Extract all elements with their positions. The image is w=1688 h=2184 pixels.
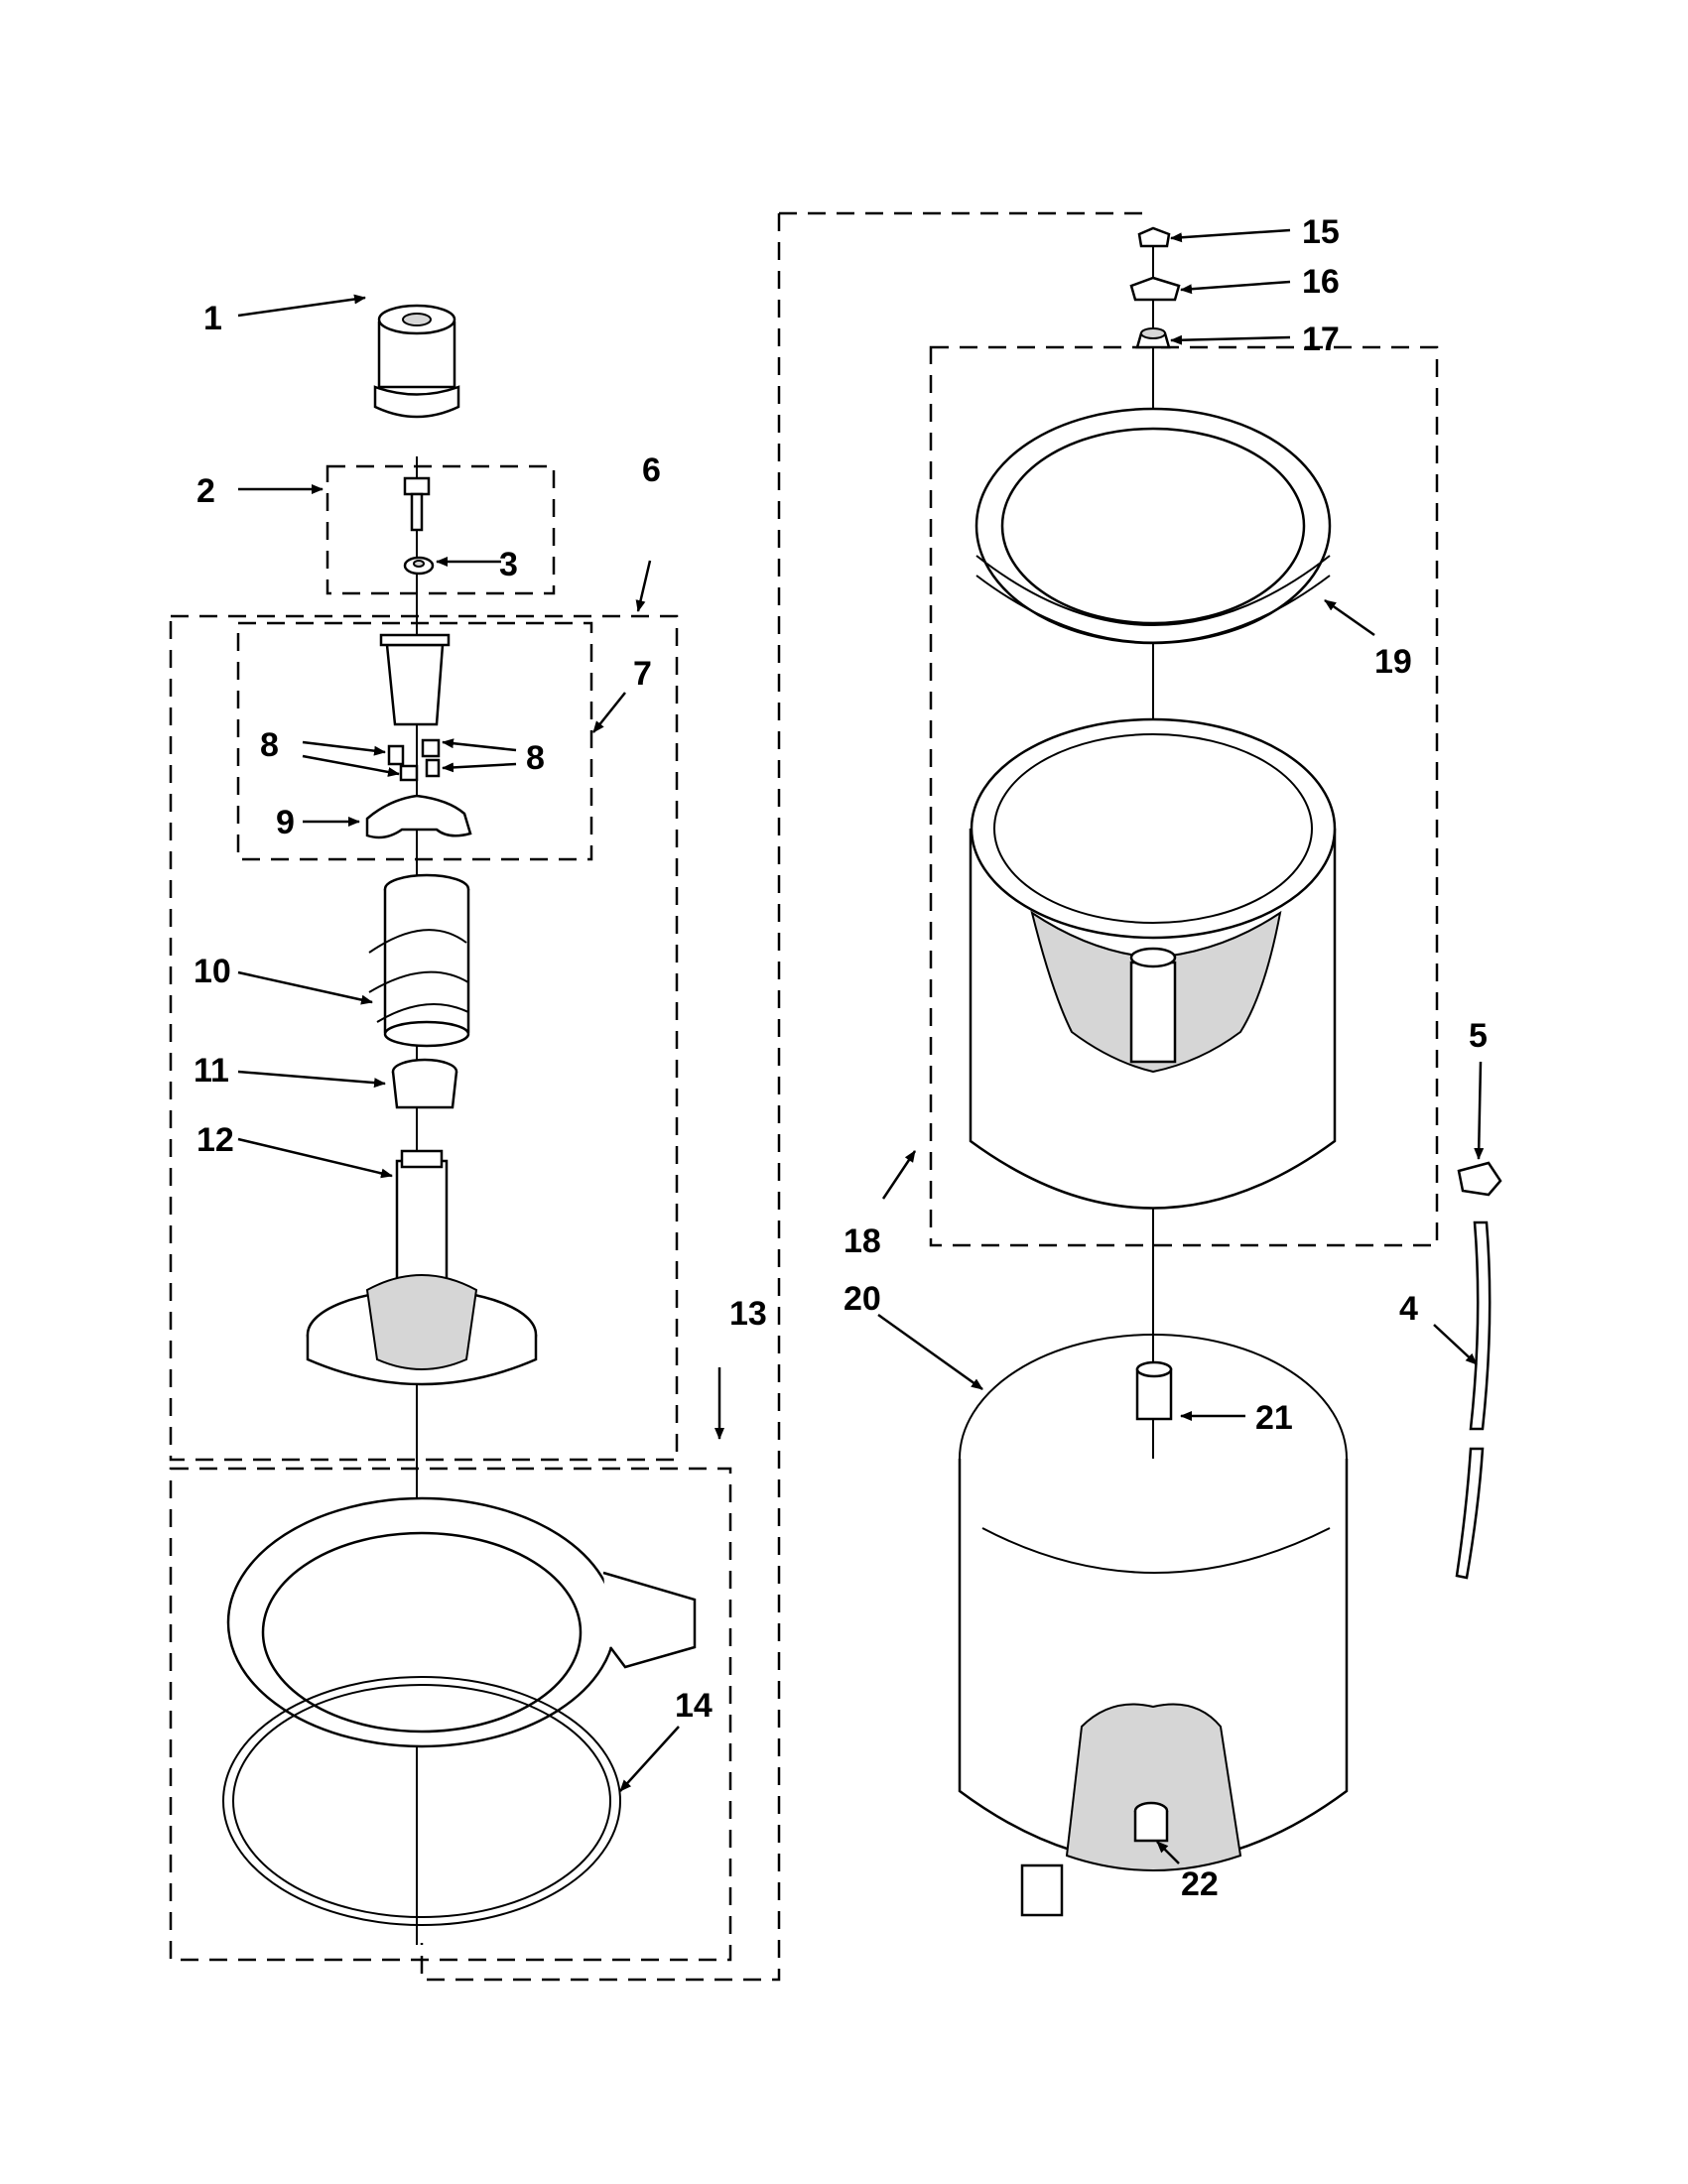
part-5-clamp bbox=[1457, 1161, 1502, 1197]
callout-2: 2 bbox=[196, 472, 215, 510]
callout-13: 13 bbox=[729, 1295, 767, 1333]
callout-4: 4 bbox=[1399, 1290, 1418, 1328]
callout-17: 17 bbox=[1302, 321, 1340, 358]
group-box-7 bbox=[236, 621, 593, 861]
part-17-drive-block bbox=[1135, 327, 1171, 349]
part-19-balance-ring bbox=[974, 407, 1332, 645]
part-8-dogs bbox=[387, 738, 441, 782]
callout-8b: 8 bbox=[526, 739, 545, 777]
part-12-agitator-base bbox=[306, 1149, 538, 1386]
callout-16: 16 bbox=[1302, 263, 1340, 301]
callout-18: 18 bbox=[844, 1222, 881, 1260]
part-2-bolt bbox=[403, 476, 431, 532]
part-22-seal bbox=[1133, 1801, 1169, 1843]
callout-9: 9 bbox=[276, 804, 295, 841]
group-box-13 bbox=[169, 1467, 732, 1962]
callout-22: 22 bbox=[1181, 1865, 1219, 1903]
part-16-spanner-nut bbox=[1129, 276, 1181, 302]
group-box-6 bbox=[169, 614, 679, 1462]
part-11-bearing bbox=[391, 1058, 458, 1109]
callout-arrows bbox=[237, 228, 1485, 1864]
part-18-basket bbox=[969, 717, 1337, 1210]
part-3-washer bbox=[403, 556, 435, 576]
part-14-tub-seal bbox=[222, 1676, 621, 1926]
part-20-outer-tub bbox=[958, 1334, 1349, 1917]
callout-1: 1 bbox=[203, 300, 222, 337]
group-box-2 bbox=[325, 464, 556, 595]
part-15-nut bbox=[1137, 226, 1171, 248]
part-7-agitator-top bbox=[379, 633, 451, 726]
part-10-auger bbox=[368, 873, 470, 1048]
part-9-dog-retainer bbox=[365, 794, 472, 839]
callout-6: 6 bbox=[642, 451, 661, 489]
callout-7: 7 bbox=[633, 655, 652, 693]
callout-labels: 1 2 3 6 7 8 8 9 10 11 12 13 14 15 16 17 … bbox=[194, 213, 1488, 1903]
part-4-hose bbox=[1455, 1220, 1492, 1580]
callout-8a: 8 bbox=[260, 726, 279, 764]
callout-21: 21 bbox=[1255, 1399, 1293, 1437]
callout-14: 14 bbox=[675, 1687, 713, 1725]
callout-11: 11 bbox=[194, 1052, 229, 1090]
callout-5: 5 bbox=[1469, 1017, 1488, 1055]
callout-20: 20 bbox=[844, 1280, 881, 1318]
callout-3: 3 bbox=[499, 546, 518, 583]
part-21-drive-hub bbox=[1135, 1360, 1173, 1421]
callout-15: 15 bbox=[1302, 213, 1340, 251]
group-box-18 bbox=[929, 345, 1439, 1247]
callout-19: 19 bbox=[1374, 643, 1412, 681]
callout-12: 12 bbox=[196, 1121, 234, 1159]
part-13-tub-ring bbox=[226, 1496, 697, 1748]
callout-10: 10 bbox=[194, 953, 231, 990]
part-1-agitator-cap bbox=[373, 304, 460, 419]
